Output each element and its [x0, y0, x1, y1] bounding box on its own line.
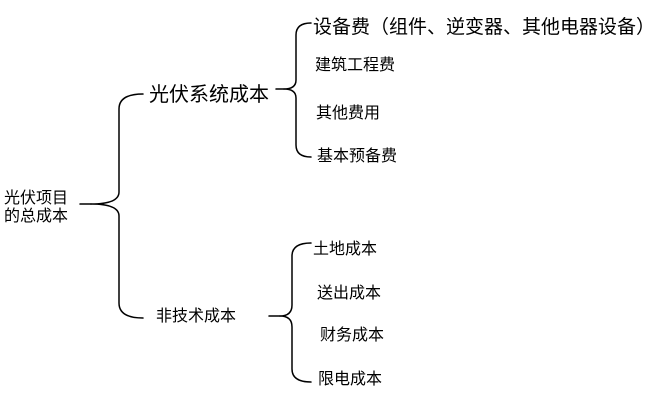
- pv-system-brace: [283, 22, 312, 158]
- root-node-total-cost: 光伏项目 的总成本: [4, 190, 68, 226]
- leaf-land-cost: 土地成本: [313, 241, 378, 258]
- leaf-other-fees: 其他费用: [316, 105, 381, 122]
- branch-non-technical-cost: 非技术成本: [156, 308, 237, 325]
- non-technical-brace: [279, 242, 312, 383]
- leaf-transmission-cost: 送出成本: [317, 285, 382, 302]
- root-node-line2: 的总成本: [4, 208, 69, 225]
- leaf-construction-cost: 建筑工程费: [315, 57, 396, 74]
- root-brace: [90, 93, 144, 319]
- leaf-financial-cost: 财务成本: [320, 327, 385, 344]
- leaf-basic-reserve-fee: 基本预备费: [317, 148, 398, 165]
- leaf-curtailment-cost: 限电成本: [318, 371, 383, 388]
- root-node-line1: 光伏项目: [4, 190, 69, 207]
- leaf-equipment-cost: 设备费（组件、逆变器、其他电器设备）: [313, 17, 656, 38]
- branch-pv-system-cost: 光伏系统成本: [149, 84, 269, 106]
